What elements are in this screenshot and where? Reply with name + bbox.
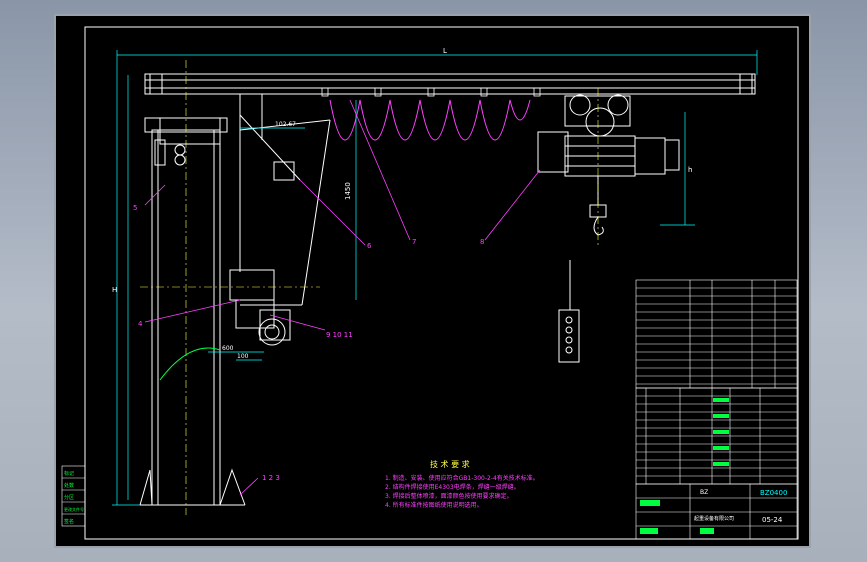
drawing-number: BZ0400	[760, 489, 787, 497]
cable-trolleys	[321, 87, 541, 97]
dimension-length-label: L	[443, 47, 447, 55]
company-name: 起重设备有限公司	[694, 515, 734, 522]
parameter-table	[635, 279, 798, 389]
balloon-4: 4	[138, 320, 143, 328]
strip-label-5: 签名	[64, 518, 74, 525]
balloon-6: 6	[367, 242, 372, 250]
title-code: BZ	[700, 489, 708, 496]
balloon-7: 7	[412, 238, 416, 246]
festoon-cable	[329, 99, 531, 141]
electric-hoist	[537, 94, 680, 236]
strip-label-2: 处数	[64, 482, 74, 489]
pendant-control	[558, 260, 580, 363]
balloon-8: 8	[480, 238, 484, 246]
dimension-600-label: 600	[222, 345, 234, 352]
title-block	[635, 483, 798, 540]
power-cable	[159, 347, 221, 381]
dimension-h	[660, 112, 695, 226]
jib-beam	[144, 73, 756, 95]
slewing-head	[154, 117, 221, 166]
title-block-highlights	[640, 500, 714, 534]
balloon-1-3: 1 2 3	[262, 474, 280, 482]
note-line-1: 1. 制造、安装、使用应符合GB1-300-2-4有关技术标准。	[385, 474, 539, 482]
dimension-102-label: 102.67	[275, 121, 296, 128]
parts-list	[635, 387, 798, 485]
column-mast	[139, 117, 246, 506]
leader-lines	[144, 99, 541, 496]
strip-label-3: 分区	[64, 494, 74, 501]
note-line-3: 3. 焊接后整体喷漆，面漆颜色按使用要求确定。	[385, 492, 513, 500]
drawing-sheet	[54, 14, 811, 548]
parts-list-highlights	[713, 398, 729, 466]
notes-title: 技 术 要 求	[430, 459, 470, 469]
balloon-9-11: 9 10 11	[326, 331, 353, 339]
strip-label-1: 标记	[64, 470, 74, 477]
slewing-motor	[229, 269, 291, 346]
balloon-5: 5	[133, 204, 137, 212]
revision-strip	[61, 465, 86, 527]
dimension-100-label: 100	[237, 353, 249, 360]
dimension-1450-label: 1450	[344, 182, 352, 200]
sheet-number: 05-24	[762, 516, 783, 524]
dimension-height-label: H	[112, 286, 117, 294]
note-line-4: 4. 所有标准件按图纸使用说明选用。	[385, 501, 483, 509]
inner-frame	[84, 26, 799, 540]
dimension-height	[112, 75, 140, 506]
note-line-2: 2. 结构件焊接使用E4303电焊条，焊缝一级焊缝。	[385, 483, 520, 491]
dimension-length	[116, 50, 758, 75]
dimension-h-label: h	[688, 166, 692, 174]
strip-label-4: 更改文件号	[64, 506, 84, 512]
